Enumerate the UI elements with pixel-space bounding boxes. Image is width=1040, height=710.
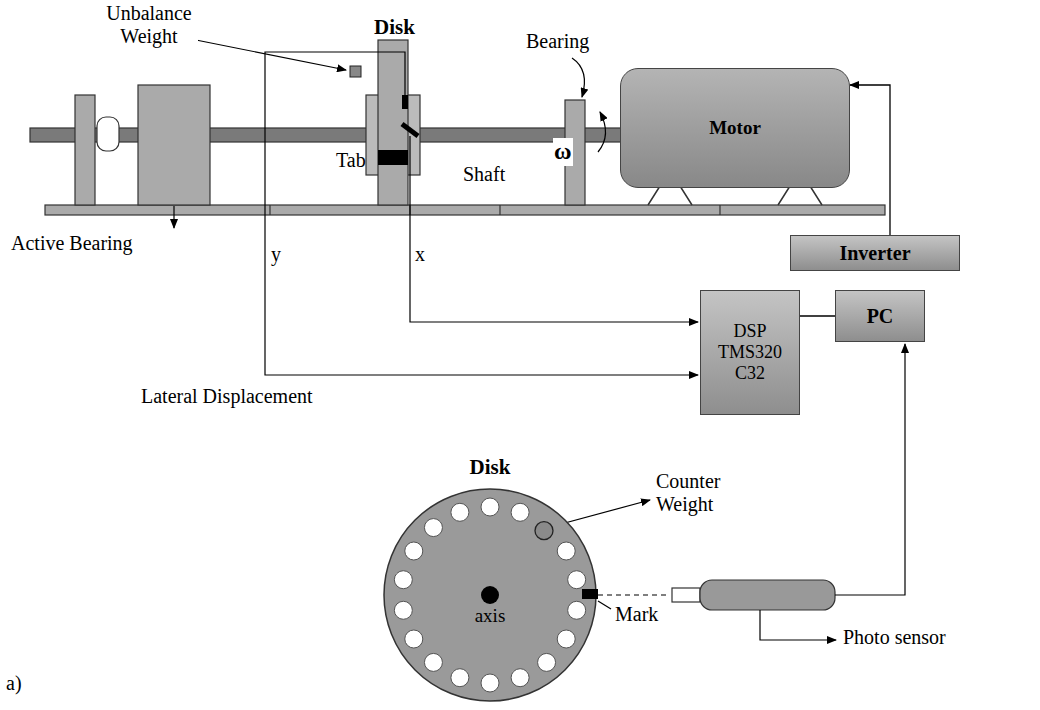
disk-face <box>384 489 596 701</box>
signal-name: x <box>414 243 426 266</box>
disk-hole <box>424 519 442 537</box>
part-label: Counter Weight <box>655 470 737 516</box>
disk-front: Disk axis <box>380 455 600 705</box>
axis-dot <box>481 586 499 604</box>
active-bearing <box>138 85 210 205</box>
sensor-wire <box>835 344 905 595</box>
leader-arrow <box>760 610 836 640</box>
disk-side: DiskTab <box>330 15 425 210</box>
node-text: Motor <box>709 117 761 139</box>
disk-hole <box>405 542 423 560</box>
disk-hole <box>481 674 499 692</box>
figure-label: a) <box>5 672 23 695</box>
node-text: Disk <box>380 455 600 479</box>
signal-connector <box>850 85 890 235</box>
inverter-box: Inverter <box>790 235 960 271</box>
tab-mark <box>378 150 408 165</box>
disk-outline <box>380 455 600 705</box>
disk-hole <box>394 571 412 589</box>
rotation-arrow <box>598 112 606 152</box>
speed-symbol: ω <box>553 138 573 166</box>
disk-hole <box>568 601 586 619</box>
dsp-box: DSP TMS320 C32 <box>700 290 800 415</box>
disk-hole <box>557 542 575 560</box>
leader-arrow <box>598 601 611 609</box>
base-rail <box>45 205 885 215</box>
part-label: Mark <box>614 603 659 626</box>
motor-feet <box>648 186 822 205</box>
node-text: Tab <box>336 149 366 172</box>
part-label: Active Bearing <box>10 232 134 255</box>
coupling <box>97 117 119 151</box>
disk-hole <box>424 653 442 671</box>
disk-hole <box>394 601 412 619</box>
disk-hole <box>568 571 586 589</box>
part-label: Shaft <box>462 163 506 186</box>
leader-line <box>196 40 346 70</box>
sensor-lens <box>672 588 700 602</box>
node-text: PC <box>867 305 894 328</box>
photo-sensor <box>700 580 835 610</box>
disk-hole <box>557 630 575 648</box>
part-label: Photo sensor <box>842 626 947 649</box>
node-text: axis <box>380 605 600 627</box>
signal-connector <box>800 315 835 316</box>
pc-box: PC <box>835 290 925 342</box>
disk-hole <box>405 630 423 648</box>
signal-name: y <box>270 243 282 266</box>
node-text: Inverter <box>839 242 910 265</box>
light-beam <box>598 594 670 595</box>
leader-arrow <box>173 206 174 228</box>
disk-hole <box>481 498 499 516</box>
node-text: Disk <box>374 15 415 39</box>
leader-arrow <box>572 58 584 97</box>
bearing-stand <box>75 95 95 205</box>
mark <box>582 589 598 599</box>
y-probe <box>402 95 408 109</box>
disk-hole <box>511 503 529 521</box>
signal-label: Lateral Displacement <box>140 385 314 408</box>
counter-weight <box>535 522 553 540</box>
disk-hole <box>511 669 529 687</box>
unbalance-weight <box>350 66 361 77</box>
part-label: Unbalance Weight <box>100 2 198 48</box>
disk-hole <box>451 669 469 687</box>
x-probe <box>402 124 418 136</box>
disk-hole <box>451 503 469 521</box>
disk-hole <box>538 653 556 671</box>
motor-box: Motor <box>620 68 850 188</box>
node-text: DSP TMS320 C32 <box>710 321 790 383</box>
part-label: Bearing <box>525 30 590 53</box>
